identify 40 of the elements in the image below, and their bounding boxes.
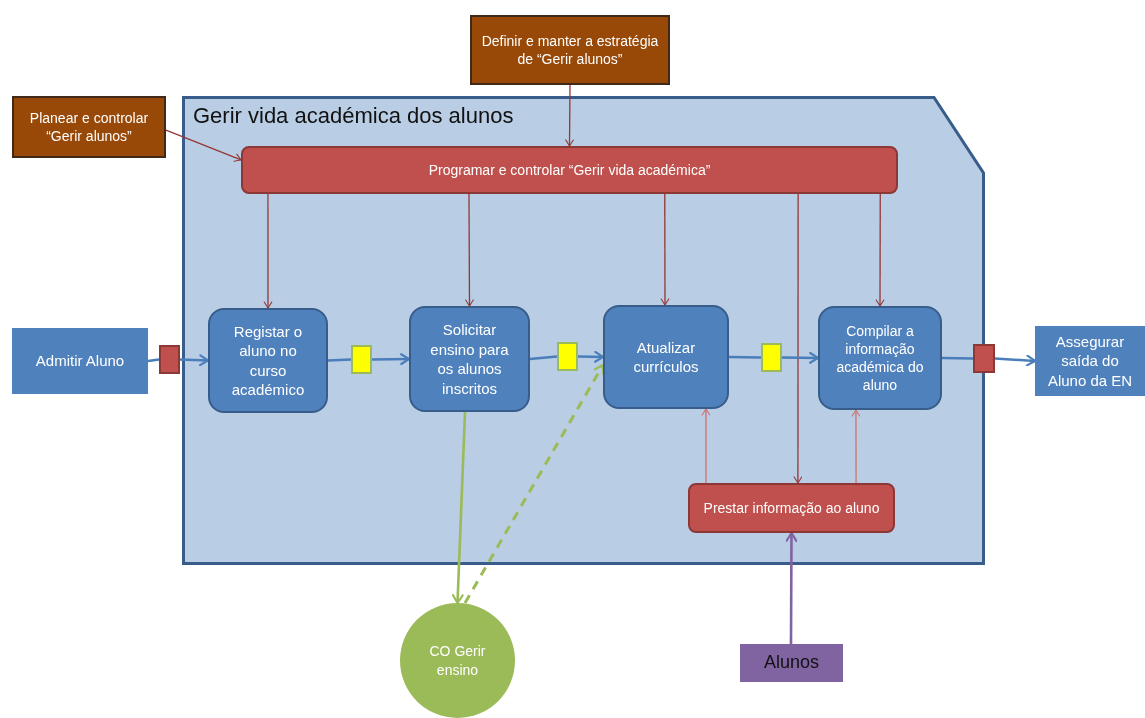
- connector-line: [941, 356, 974, 360]
- process-box: Compilar a informação académica do aluno: [818, 306, 942, 410]
- arrow: [875, 193, 885, 307]
- document-marker: [557, 342, 578, 371]
- arrow: [793, 193, 803, 484]
- arrow: [465, 193, 474, 307]
- dashed-arrow: [463, 363, 605, 604]
- port-marker: [973, 344, 995, 373]
- arrow: [701, 408, 711, 484]
- process-box: Assegurar saída do Aluno da EN: [1035, 326, 1145, 396]
- arrow: [994, 354, 1037, 367]
- arrow: [179, 354, 210, 367]
- arrow: [785, 531, 798, 644]
- control-process-box: Programar e controlar “Gerir vida académica”: [241, 146, 898, 194]
- arrow: [577, 350, 605, 363]
- external-process-circle: CO Gerir ensino: [400, 603, 515, 718]
- process-box: Registar o aluno no curso académico: [208, 308, 328, 413]
- connector-line: [728, 355, 762, 359]
- arrow: [165, 129, 242, 162]
- control-box: Planear e controlar “Gerir alunos”: [12, 96, 166, 158]
- arrow: [565, 84, 574, 147]
- connector-line: [327, 358, 352, 362]
- arrow: [451, 411, 467, 605]
- arrow: [263, 193, 273, 309]
- process-box: Solicitar ensino para os alunos inscritos: [409, 306, 530, 412]
- area-title: Gerir vida académica dos alunos: [193, 102, 514, 130]
- connector-line: [147, 358, 160, 363]
- control-box: Definir e manter a estratégia de “Gerir alunos”: [470, 15, 670, 85]
- arrow: [851, 409, 861, 484]
- control-process-box: Prestar informação ao aluno: [688, 483, 895, 533]
- arrow: [660, 193, 670, 306]
- document-marker: [761, 343, 782, 372]
- actor-box: Alunos: [740, 644, 843, 682]
- port-marker: [159, 345, 180, 374]
- process-box: Admitir Aluno: [12, 328, 148, 394]
- arrow: [782, 351, 820, 364]
- arrow: [372, 353, 411, 366]
- connector-line: [529, 355, 558, 361]
- document-marker: [351, 345, 372, 374]
- process-box: Atualizar currículos: [603, 305, 729, 409]
